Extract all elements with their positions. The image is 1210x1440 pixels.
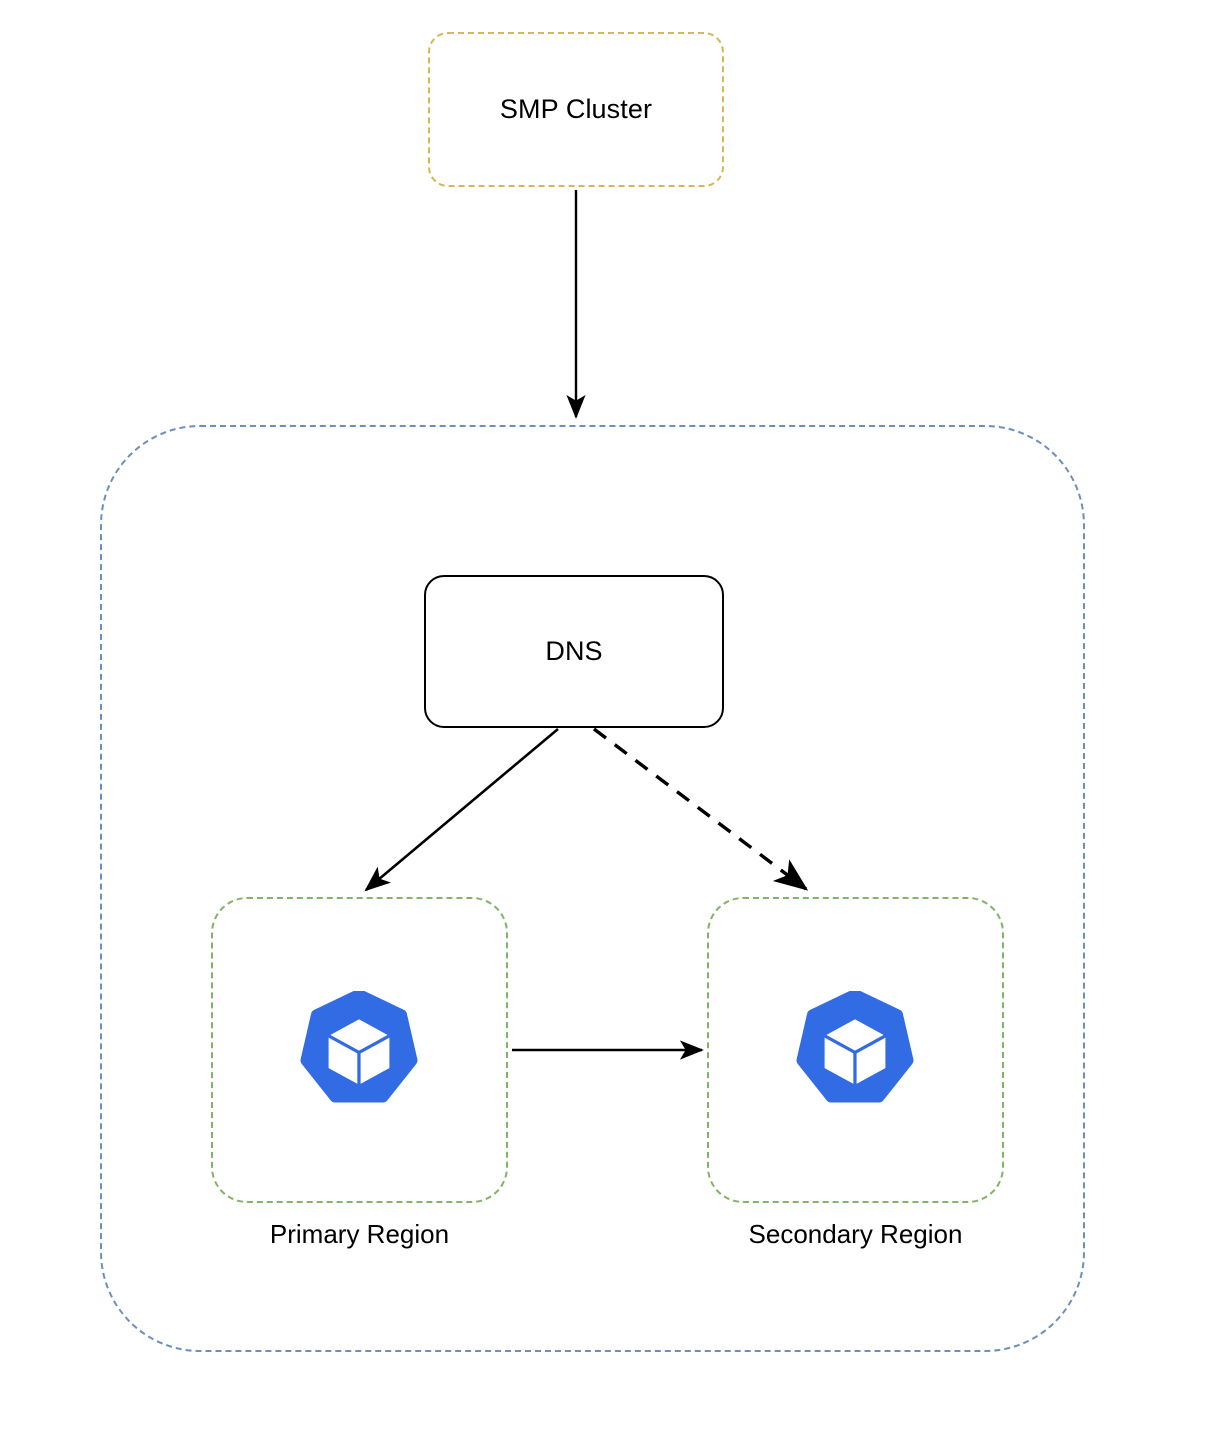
primary-region-container[interactable]	[211, 897, 508, 1203]
primary-region-label: Primary Region	[269, 1219, 450, 1249]
secondary-region-label: Secondary Region	[748, 1219, 963, 1249]
smp-cluster-node[interactable]: SMP Cluster	[428, 32, 724, 187]
kubernetes-icon	[796, 989, 914, 1109]
dns-label: DNS	[545, 636, 603, 667]
smp-cluster-label: SMP Cluster	[499, 94, 653, 125]
kubernetes-icon	[300, 989, 418, 1109]
dns-node[interactable]: DNS	[424, 575, 724, 728]
platform-boundary-container[interactable]	[100, 425, 1085, 1352]
secondary-region-container[interactable]	[707, 897, 1004, 1203]
